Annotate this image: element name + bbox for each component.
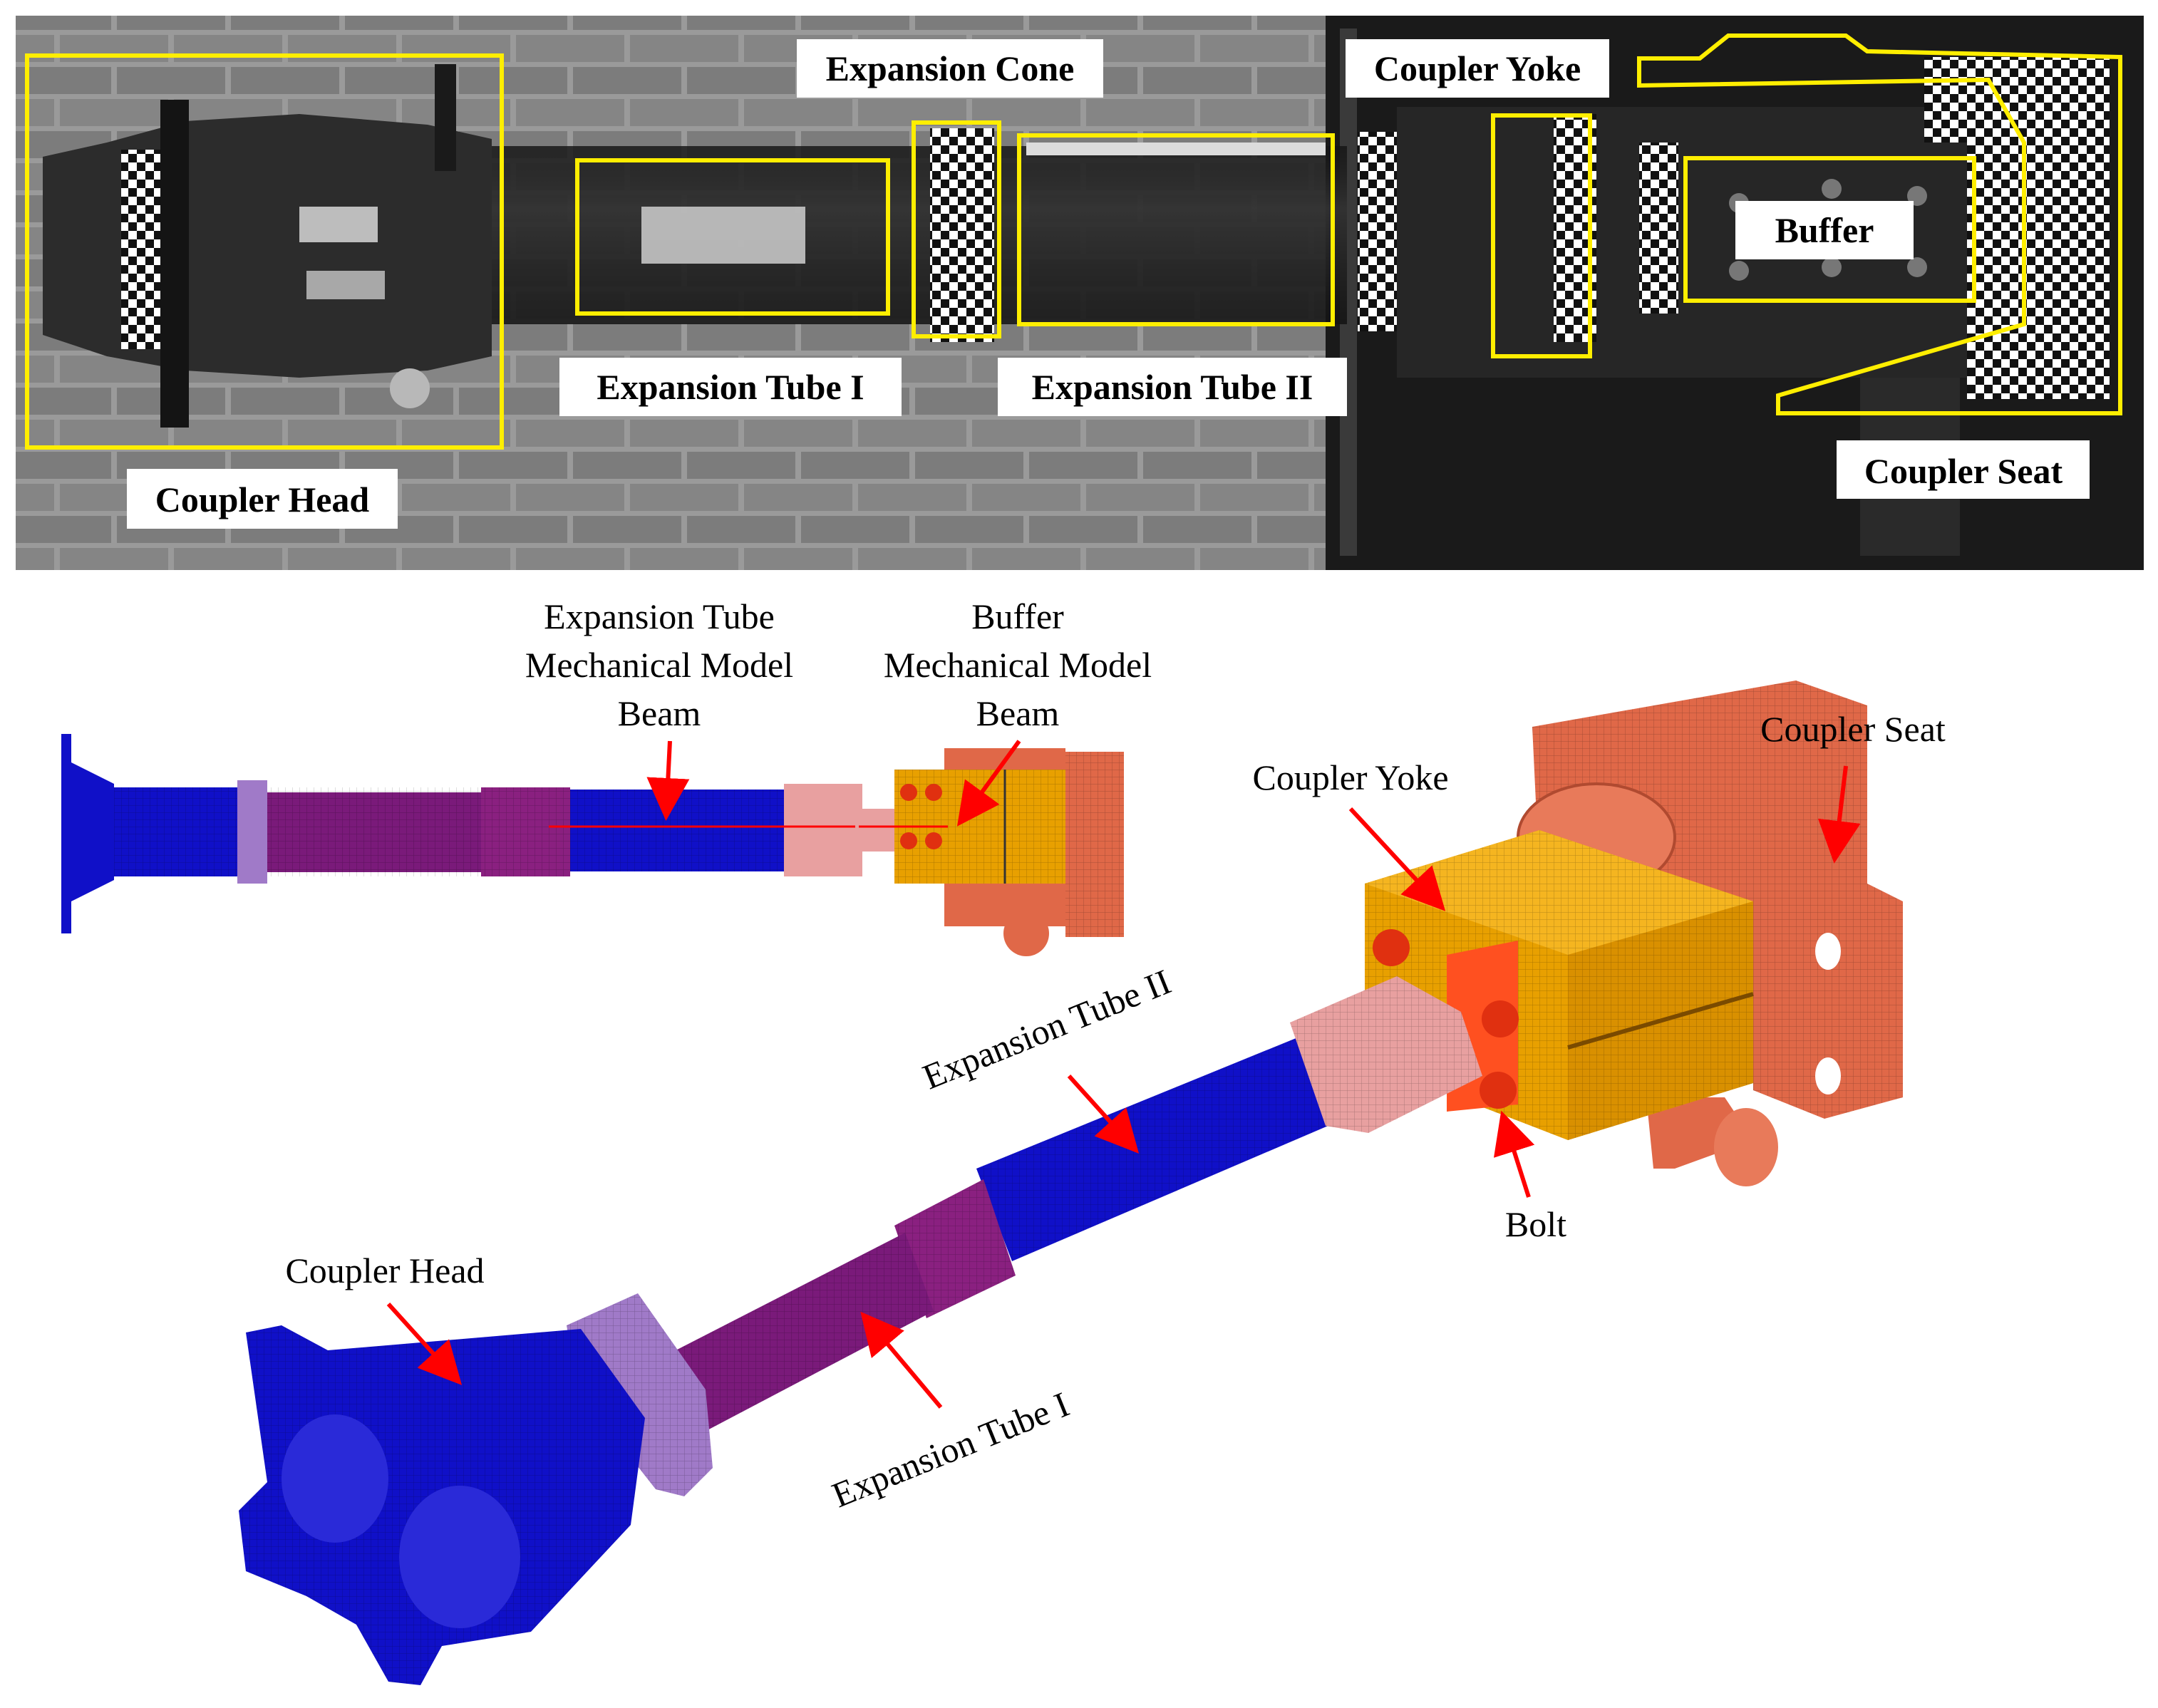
expansion-cone-box [912,120,1001,338]
coupler-yoke-arrow [1348,807,1446,911]
bolt-photo [1729,261,1749,281]
tube-end-side [784,784,862,876]
bolt-side [925,832,942,849]
coupler-seat-arrow [1817,765,1861,864]
fe-side-view [61,734,1124,956]
bolt-side [925,784,942,801]
coupler-seat-pin [1003,911,1049,956]
tube-beam-arrow [646,740,690,821]
bolt-photo [1822,179,1842,199]
coupler-head-cone [71,762,114,901]
bracket [435,64,456,171]
buffer-beam-label-line3: Beam [976,693,1060,733]
coupler-yoke-label: Coupler Yoke [1374,48,1581,88]
coupler-seat-bottom [944,884,1065,926]
bolt-label-fe: Bolt [1505,1204,1566,1244]
label-coupler-head-photo: Coupler Head [127,469,398,529]
seat-stub-end [1714,1108,1778,1186]
shaft-overlay [492,146,1347,324]
coupler-yoke-label-fe: Coupler Yoke [1252,757,1448,797]
checker-marker [1967,57,2110,399]
plate-patch [306,271,385,299]
seat-hole [1815,933,1841,970]
bolt-photo [1907,257,1927,277]
seat-stub [1646,1097,1753,1169]
coupler-head-label-fe: Coupler Head [285,1251,484,1290]
coupler-head-bulge [282,1414,388,1543]
coupler-head-photo [43,114,492,378]
buffer-label: Buffer [1775,210,1874,250]
bolt-iso [1373,929,1410,966]
expansion-cone-label: Expansion Cone [826,48,1075,88]
coupler-head-plate [61,734,71,933]
checker-marker [1358,132,1400,331]
coupler-head-arrow [386,1302,463,1385]
label-buffer-photo: Buffer [1735,201,1914,259]
sticker [641,207,805,264]
test-photo: Coupler Head Expansion Tube I Expansion … [16,16,2144,570]
coupler-head-bulge [399,1486,520,1628]
bolt-side [900,832,917,849]
plate-patch [299,207,378,242]
expansion-tube-1-label-fe: Expansion Tube I [827,1384,1075,1515]
checker-marker [1639,143,1678,314]
expansion-tube-2-label-fe: Expansion Tube II [917,961,1177,1097]
tube-neck-side [862,809,894,852]
coupler-yoke-box [1491,113,1592,358]
bolt-photo [1822,257,1842,277]
buffer-box [1683,156,1976,303]
checker-marker [930,128,994,342]
coupler-head-box [25,53,504,450]
label-coupler-yoke-photo: Coupler Yoke [1346,39,1609,98]
expansion-tube-1-arrow [860,1311,943,1409]
tube-highlight [1026,143,1326,155]
tube-beam-label-line2: Mechanical Model [525,645,793,685]
annotation-boxes [25,33,2122,450]
expansion-tube-2-arrow [1067,1074,1140,1154]
expansion-tube-1-box [575,158,890,316]
label-coupler-seat-photo: Coupler Seat [1837,440,2090,499]
buffer-beam-arrow [956,740,1021,827]
coupler-seat-outline [1637,33,2122,415]
fe-arrows [386,740,1861,1409]
coupler-head-flange [160,100,189,428]
tube-beam-label-line3: Beam [618,693,701,733]
label-expansion-cone-photo: Expansion Cone [797,39,1103,98]
coupler-seat-label: Coupler Seat [1864,451,2063,491]
expansion-tube-1-label: Expansion Tube I [597,367,864,407]
bolt-arrow [1493,1110,1535,1198]
expansion-tube-2-box [1017,133,1335,326]
yoke-seat-photo [1397,107,2024,378]
hook [390,368,430,408]
label-expansion-tube-2-photo: Expansion Tube II [998,358,1347,416]
label-expansion-tube-1-photo: Expansion Tube I [559,358,902,416]
fe-iso-view [239,680,1903,1685]
clamp-side [237,780,267,884]
bolt-iso [1482,1000,1519,1037]
coupler-seat-label-fe: Coupler Seat [1760,709,1946,749]
tube-beam-label-line1: Expansion Tube [544,596,775,636]
buffer-beam-label-line2: Mechanical Model [884,645,1152,685]
checker-marker [121,150,164,349]
photo-labels: Coupler Head Expansion Tube I Expansion … [127,39,2090,529]
coupler-head-label: Coupler Head [155,480,370,519]
seat-hole [1815,1057,1841,1094]
buffer-beam-label-line1: Buffer [971,596,1064,636]
bolt-side [900,784,917,801]
expansion-tube-2-label: Expansion Tube II [1032,367,1313,407]
bolt-iso [1480,1072,1517,1109]
checker-marker [1924,57,1967,143]
